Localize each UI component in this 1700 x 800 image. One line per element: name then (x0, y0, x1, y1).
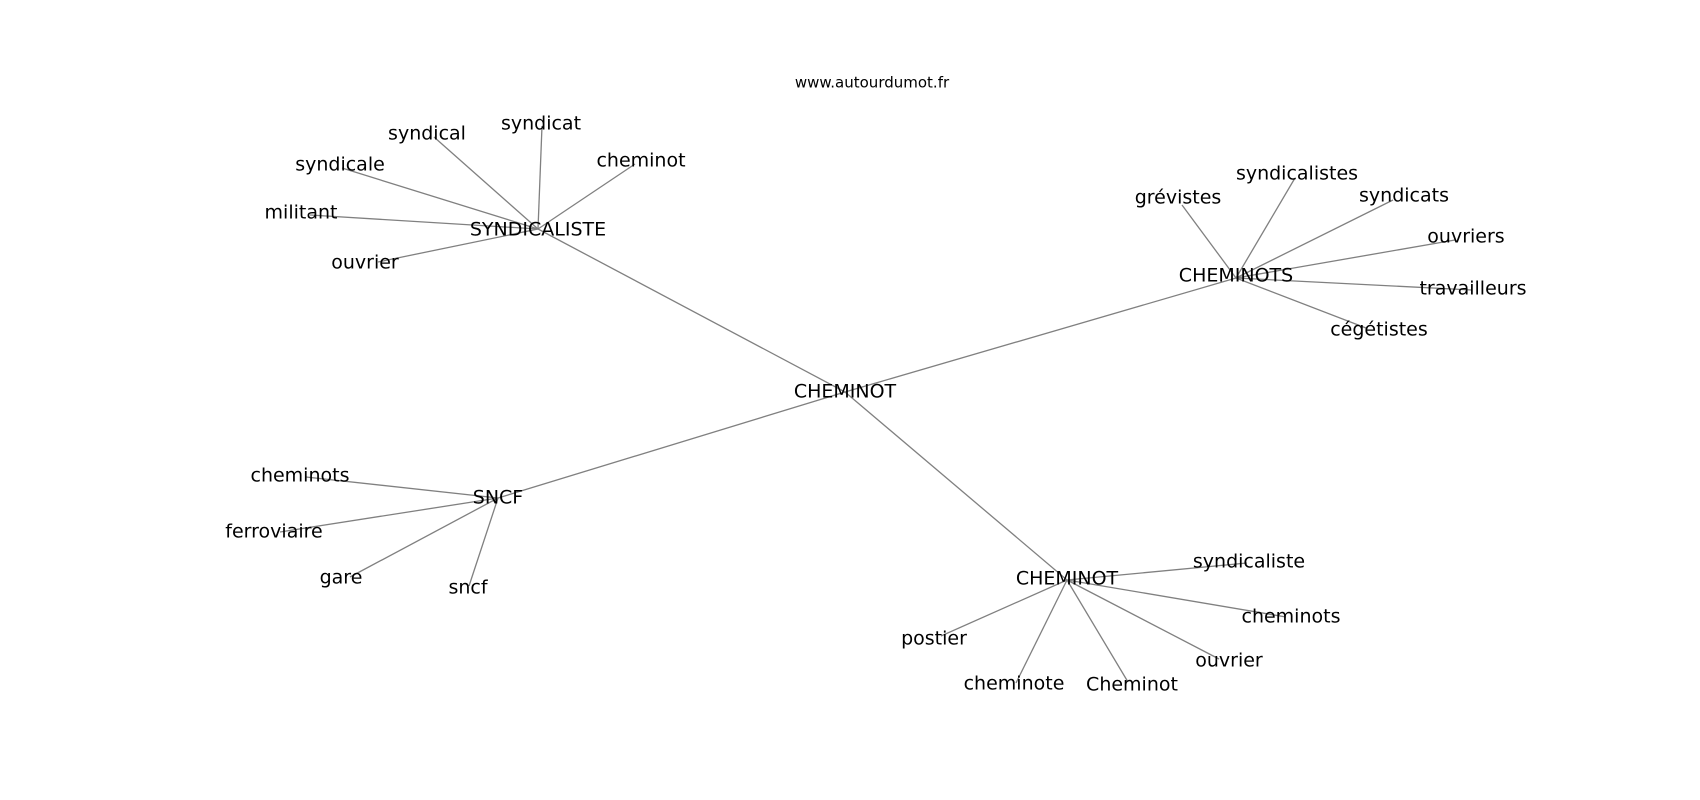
word-node-label: travailleurs (1419, 278, 1526, 300)
edge-hub-to-word (1235, 177, 1296, 279)
word-node-label: syndicat (501, 113, 581, 135)
edge-hub-to-word (468, 497, 499, 587)
hub-node-label: CHEMINOTS (1179, 265, 1293, 287)
edge-hub-to-word (537, 163, 636, 230)
word-node-label: cheminots (251, 465, 350, 487)
edge-hub-to-word (1235, 239, 1456, 279)
edge-hub-to-word (1015, 579, 1068, 684)
edge-center-to-hub (497, 391, 846, 499)
edge-hub-to-word (377, 228, 539, 263)
hub-node-label: SYNDICALISTE (470, 219, 606, 241)
graph-labels: CHEMINOT SYNDICALISTE syndical syndicat chem… (225, 113, 1526, 696)
edge-center-to-hub (537, 228, 846, 393)
word-node-label: cheminote (964, 673, 1065, 695)
word-node-label: syndical (388, 123, 466, 145)
word-node-label: cheminot (596, 150, 685, 172)
edge-hub-to-word (341, 167, 539, 230)
word-node-label: cheminots (1242, 606, 1341, 628)
word-node-label: ouvriers (1427, 226, 1504, 248)
word-node-label: syndicats (1359, 185, 1449, 207)
word-node-label: postier (901, 628, 967, 650)
word-node-label: sncf (448, 577, 488, 599)
word-node-label: ferroviaire (225, 521, 322, 543)
edge-center-to-hub (844, 391, 1068, 581)
edge-center-to-hub (844, 277, 1237, 393)
word-node-label: syndicaliste (1193, 551, 1305, 573)
center-node-label: CHEMINOT (794, 381, 897, 403)
edge-hub-to-word (1235, 277, 1473, 291)
graph-edges (279, 125, 1473, 684)
edge-hub-to-word (537, 125, 543, 230)
edge-hub-to-word (940, 579, 1068, 637)
word-node-label: ouvrier (1195, 650, 1263, 672)
word-node-label: cégétistes (1330, 319, 1428, 341)
word-node-label: ouvrier (331, 252, 399, 274)
edge-hub-to-word (349, 497, 499, 578)
edge-hub-to-word (305, 476, 499, 499)
word-node-label: grévistes (1135, 187, 1222, 209)
edge-hub-to-word (1066, 579, 1220, 660)
edge-hub-to-word (309, 214, 539, 230)
edge-hub-to-word (1066, 562, 1248, 581)
edge-hub-to-word (433, 136, 539, 230)
hub-node-label: SNCF (473, 487, 523, 509)
edge-hub-to-word (1181, 204, 1237, 279)
word-node-label: syndicalistes (1236, 163, 1358, 185)
edge-hub-to-word (1235, 277, 1367, 329)
edge-hub-to-word (279, 497, 499, 533)
word-node-label: syndicale (295, 154, 385, 176)
word-node-label: gare (320, 567, 363, 589)
hub-node-label: CHEMINOT (1016, 568, 1119, 590)
source-watermark: www.autourdumot.fr (795, 74, 950, 92)
word-node-label: militant (265, 202, 338, 224)
edge-hub-to-word (1066, 579, 1129, 683)
edge-hub-to-word (1066, 579, 1287, 618)
word-node-label: Cheminot (1086, 674, 1178, 696)
edge-hub-to-word (1235, 199, 1394, 279)
